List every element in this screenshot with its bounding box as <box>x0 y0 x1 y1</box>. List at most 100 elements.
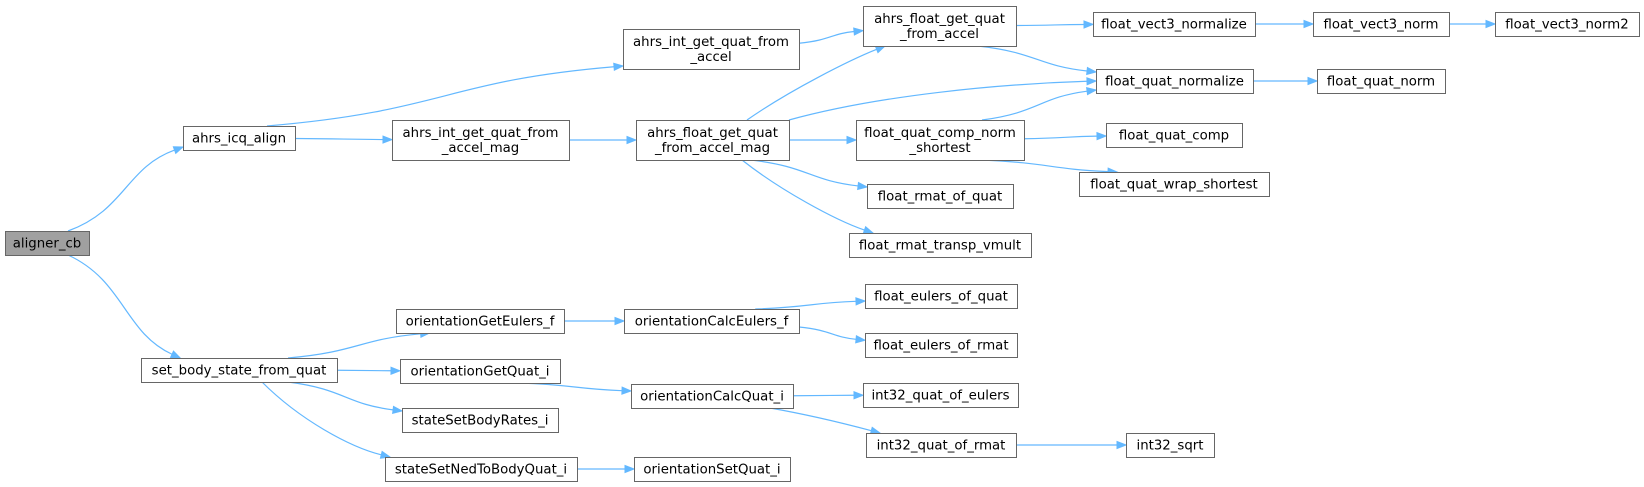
node-stateSetBodyRates-i[interactable]: stateSetBodyRates_i <box>402 408 559 433</box>
node-orientationGetEulers-f[interactable]: orientationGetEulers_f <box>396 309 565 334</box>
arrowhead-icon <box>392 405 404 414</box>
node-box <box>867 184 1014 209</box>
node-float-rmat-of-quat[interactable]: float_rmat_of_quat <box>867 184 1014 209</box>
edge-orientationCalcEulers-f-to-float-eulers-of-quat <box>755 300 857 310</box>
node-ahrs-int-get-quat-from-accel-mag[interactable]: ahrs_int_get_quat_from_accel_mag <box>392 120 570 161</box>
arrowhead-icon <box>621 386 633 395</box>
node-label: int32_quat_of_eulers <box>871 389 1009 404</box>
node-label: stateSetBodyRates_i <box>412 414 549 429</box>
edge-ahrs-float-get-quat-from-accel-mag-to-ahrs-float-get-quat-from-accel <box>746 48 877 121</box>
edge-aligner-cb-to-set-body-state-from-quat <box>67 254 173 355</box>
node-box <box>5 231 90 256</box>
node-box <box>856 120 1025 161</box>
arrowhead-icon <box>1086 77 1098 86</box>
node-label: ahrs_float_get_quat <box>647 126 778 141</box>
node-float-rmat-transp-vmult[interactable]: float_rmat_transp_vmult <box>849 233 1032 258</box>
node-label: float_rmat_transp_vmult <box>859 239 1021 254</box>
arrowhead-icon <box>1307 76 1319 86</box>
node-label: stateSetNedToBodyQuat_i <box>395 463 567 478</box>
arrowhead-icon <box>1303 19 1315 29</box>
node-label: orientationCalcEulers_f <box>635 315 789 330</box>
node-float-vect3-norm[interactable]: float_vect3_norm <box>1313 12 1450 37</box>
node-float-quat-comp-norm-shortest[interactable]: float_quat_comp_norm_shortest <box>856 120 1025 161</box>
edge-set-body-state-from-quat-to-stateSetBodyRates-i <box>287 381 394 411</box>
node-aligner-cb[interactable]: aligner_cb <box>5 231 90 256</box>
node-float-quat-normalize[interactable]: float_quat_normalize <box>1096 69 1254 94</box>
node-label: float_quat_comp_norm <box>864 126 1016 141</box>
node-label: orientationSetQuat_i <box>643 463 780 478</box>
node-label: _from_accel_mag <box>654 141 770 156</box>
node-ahrs-int-get-quat-from-accel[interactable]: ahrs_int_get_quat_from_accel <box>623 29 800 70</box>
edge-ahrs-float-get-quat-from-accel-to-float-vect3-normalize <box>1015 23 1085 27</box>
edge-orientationCalcQuat-i-to-int32-quat-of-eulers <box>792 394 855 397</box>
node-label: _accel <box>689 50 731 65</box>
node-int32-quat-of-eulers[interactable]: int32_quat_of_eulers <box>863 383 1019 408</box>
node-ahrs-icq-align[interactable]: ahrs_icq_align <box>183 126 296 151</box>
arrowhead-icon <box>846 135 858 145</box>
node-float-vect3-normalize[interactable]: float_vect3_normalize <box>1093 12 1256 37</box>
node-box <box>400 359 561 384</box>
node-box <box>865 333 1018 358</box>
node-float-eulers-of-rmat[interactable]: float_eulers_of_rmat <box>865 333 1018 358</box>
node-box <box>385 457 578 482</box>
arrowhead-icon <box>169 350 182 359</box>
edge-ahrs-float-get-quat-from-accel-to-float-quat-normalize <box>977 45 1088 72</box>
edge-orientationCalcEulers-f-to-float-eulers-of-rmat <box>798 326 857 340</box>
arrowhead-icon <box>862 225 875 234</box>
node-box <box>636 120 790 161</box>
node-orientationCalcEulers-f[interactable]: orientationCalcEulers_f <box>624 309 800 334</box>
node-label: float_vect3_norm2 <box>1505 18 1628 33</box>
node-set-body-state-from-quat[interactable]: set_body_state_from_quat <box>141 358 338 383</box>
arrowhead-icon <box>382 135 394 144</box>
node-label: float_eulers_of_rmat <box>873 339 1008 354</box>
node-label: _shortest <box>908 141 970 156</box>
node-orientationSetQuat-i[interactable]: orientationSetQuat_i <box>634 457 791 482</box>
node-box <box>865 284 1018 309</box>
node-ahrs-float-get-quat-from-accel[interactable]: ahrs_float_get_quat_from_accel <box>863 6 1017 47</box>
edge-ahrs-icq-align-to-ahrs-int-get-quat-from-accel <box>266 66 615 127</box>
node-stateSetNedToBodyQuat-i[interactable]: stateSetNedToBodyQuat_i <box>385 457 578 482</box>
nodes: aligner_cb ahrs_icq_align set_body_state_f… <box>5 6 1640 482</box>
node-int32-quat-of-rmat[interactable]: int32_quat_of_rmat <box>866 433 1017 458</box>
node-box <box>183 126 296 151</box>
node-label: float_rmat_of_quat <box>878 190 1002 205</box>
edge-set-body-state-from-quat-to-stateSetNedToBodyQuat-i <box>261 381 382 456</box>
node-float-quat-comp[interactable]: float_quat_comp <box>1106 123 1243 148</box>
arrowhead-icon <box>853 391 865 400</box>
node-label: orientationGetQuat_i <box>410 365 549 380</box>
edge-aligner-cb-to-ahrs-icq-align <box>67 149 175 232</box>
node-label: ahrs_float_get_quat <box>874 12 1005 27</box>
node-label: _from_accel <box>899 27 979 42</box>
node-label: ahrs_icq_align <box>192 132 286 147</box>
node-label: float_vect3_norm <box>1324 18 1439 33</box>
edge-orientationGetQuat-i-to-orientationCalcQuat-i <box>519 382 623 392</box>
node-box <box>866 433 1017 458</box>
node-float-quat-norm[interactable]: float_quat_norm <box>1317 69 1446 94</box>
node-label: int32_sqrt <box>1137 439 1204 454</box>
node-box <box>863 6 1017 47</box>
node-label: ahrs_int_get_quat_from <box>403 126 559 141</box>
node-label: float_quat_wrap_shortest <box>1090 178 1257 193</box>
node-box <box>849 233 1032 258</box>
edge-float-quat-comp-norm-shortest-to-float-quat-normalize <box>981 90 1088 121</box>
arrowhead-icon <box>624 464 636 474</box>
node-label: float_quat_norm <box>1327 75 1435 90</box>
node-box <box>1313 12 1450 37</box>
node-float-quat-wrap-shortest[interactable]: float_quat_wrap_shortest <box>1079 172 1270 197</box>
edge-orientationCalcQuat-i-to-int32-quat-of-rmat <box>769 407 872 432</box>
node-int32-sqrt[interactable]: int32_sqrt <box>1126 433 1215 458</box>
node-label: float_quat_normalize <box>1105 75 1244 90</box>
node-box <box>623 29 800 70</box>
node-box <box>624 309 800 334</box>
arrowhead-icon <box>855 297 867 306</box>
node-orientationGetQuat-i[interactable]: orientationGetQuat_i <box>400 359 561 384</box>
node-ahrs-float-get-quat-from-accel-mag[interactable]: ahrs_float_get_quat_from_accel_mag <box>636 120 790 161</box>
node-box <box>1079 172 1270 197</box>
node-float-eulers-of-quat[interactable]: float_eulers_of_quat <box>865 284 1018 309</box>
node-float-vect3-norm2[interactable]: float_vect3_norm2 <box>1495 12 1640 37</box>
node-box <box>141 358 338 383</box>
arrowhead-icon <box>614 316 626 326</box>
arrowhead-icon <box>1086 66 1098 76</box>
node-label: ahrs_int_get_quat_from <box>633 35 789 50</box>
node-orientationCalcQuat-i[interactable]: orientationCalcQuat_i <box>631 384 794 409</box>
